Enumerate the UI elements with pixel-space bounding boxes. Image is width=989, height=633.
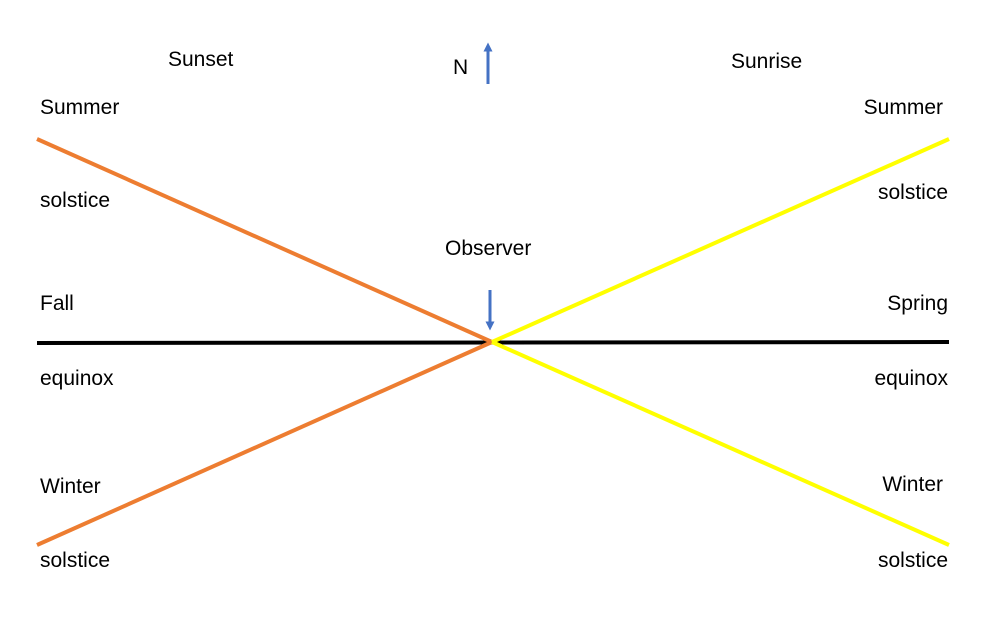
right-summer-label: Summer [863, 96, 943, 119]
sunrise-label: Sunrise [731, 50, 803, 73]
winter-sunrise-line [491, 340, 950, 547]
summer-sunrise-line [491, 137, 950, 344]
left-winter-solstice-label: solstice [40, 549, 111, 572]
left-summer-solstice-label: solstice [40, 189, 111, 212]
summer-sunset-line [36, 137, 493, 344]
spring-label: Spring [887, 292, 948, 315]
observer-label: Observer [445, 237, 532, 260]
fall-label: Fall [40, 292, 74, 315]
right-winter-solstice-label: solstice [877, 549, 948, 572]
left-winter-label: Winter [40, 475, 101, 498]
fall-equinox-label: equinox [40, 367, 114, 390]
right-winter-label: Winter [882, 473, 943, 496]
sunset-label: Sunset [168, 48, 234, 71]
right-summer-solstice-label: solstice [877, 181, 948, 204]
spring-equinox-label: equinox [874, 367, 948, 390]
north-label: N [453, 56, 469, 79]
winter-sunset-line [36, 340, 493, 547]
left-summer-label: Summer [40, 96, 120, 119]
